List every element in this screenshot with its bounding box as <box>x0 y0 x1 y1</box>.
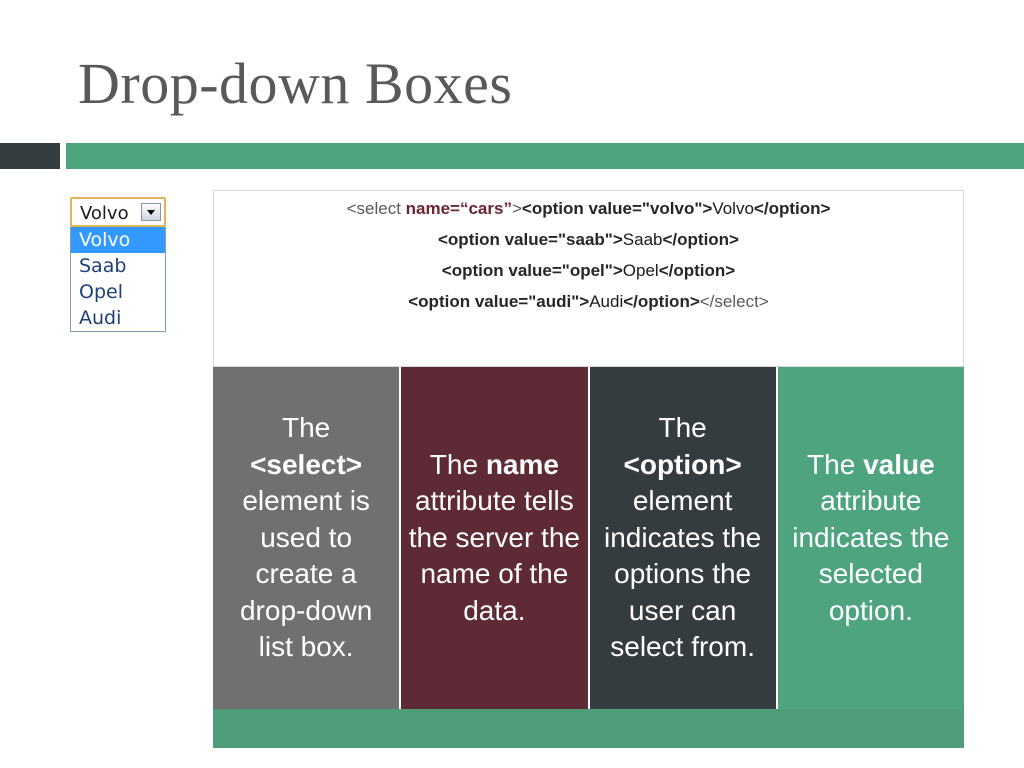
column-select-text: The<select>element is used to create a d… <box>239 412 373 663</box>
code-line-4: <option value="audi">Audi</option></sele… <box>408 292 769 311</box>
code-line-1: <select name=“cars”><option value="volvo… <box>346 199 831 218</box>
column-option: The<option>element indicates the options… <box>589 367 778 709</box>
demo-option-audi[interactable]: Audi <box>79 307 122 329</box>
column-name: The name attribute tells the server the … <box>401 367 590 709</box>
column-value-text: The value attribute indicates the select… <box>792 448 950 626</box>
slide-title: Drop-down Boxes <box>78 51 513 116</box>
demo-option-list: Volvo Saab Opel Audi <box>70 227 166 332</box>
chevron-down-icon[interactable] <box>141 203 161 221</box>
explanation-columns: The<select>element is used to create a d… <box>213 367 964 709</box>
column-value: The value attribute indicates the select… <box>777 367 964 709</box>
demo-option-volvo[interactable]: Volvo <box>71 227 165 253</box>
header-bar-dark <box>0 143 60 169</box>
column-option-text: The<option>element indicates the options… <box>604 412 762 663</box>
code-line-3: <option value="opel">Opel</option> <box>441 261 736 280</box>
column-select: The<select>element is used to create a d… <box>213 367 402 709</box>
demo-select-box[interactable]: Volvo <box>70 197 166 227</box>
column-name-text: The name attribute tells the server the … <box>408 448 580 626</box>
header-bar-green <box>66 143 1024 169</box>
code-line-2: <option value="saab">Saab</option> <box>438 230 739 249</box>
code-sample: <select name=“cars”><option value="volvo… <box>213 190 964 367</box>
demo-selected-value: Volvo <box>80 203 129 224</box>
footer-bar <box>213 709 964 748</box>
demo-dropdown[interactable]: Volvo Volvo Saab Opel Audi <box>70 197 166 332</box>
demo-option-saab[interactable]: Saab <box>79 255 127 277</box>
demo-option-opel[interactable]: Opel <box>79 281 123 303</box>
